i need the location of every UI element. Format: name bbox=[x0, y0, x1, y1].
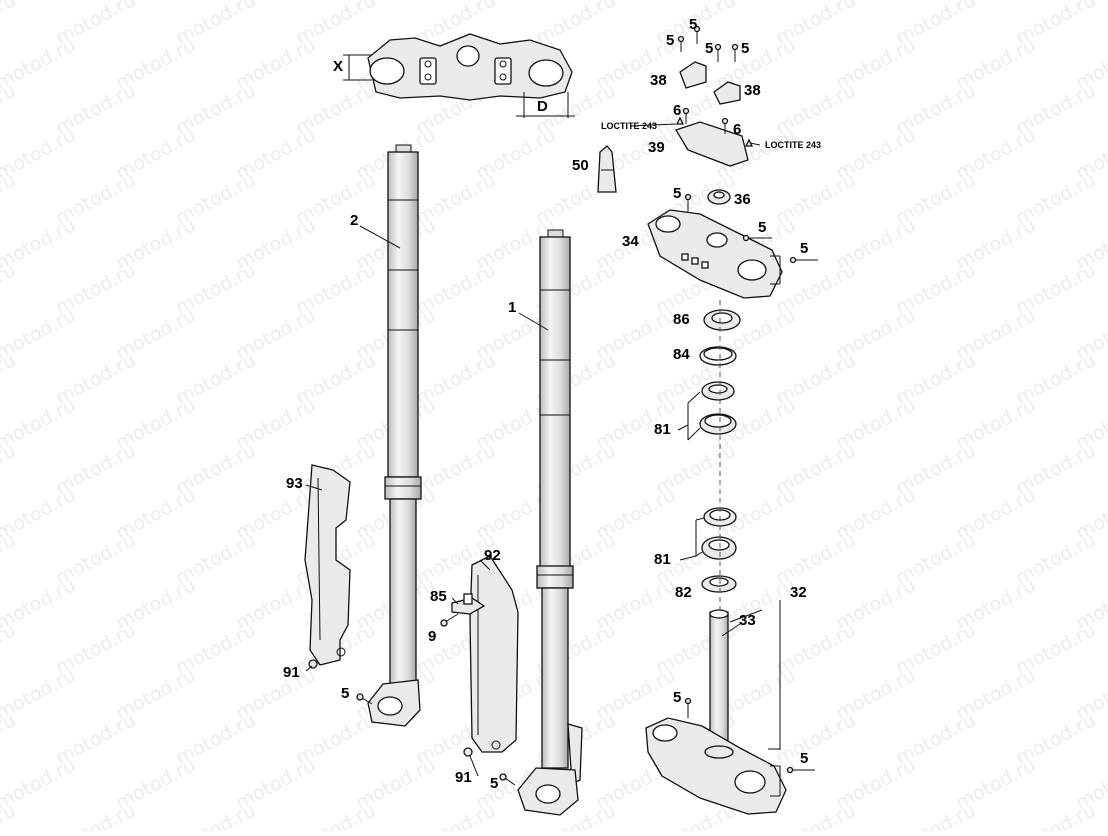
watermark-text: motod.ru bbox=[0, 349, 19, 409]
callout-5-right-leg: 5 bbox=[490, 775, 498, 792]
callout-5-upper-side: 5 bbox=[758, 219, 766, 236]
fork-leg-left bbox=[367, 144, 422, 727]
grease-tube bbox=[597, 145, 617, 193]
handlebar-clamp-set bbox=[675, 25, 754, 167]
watermark-text: motod.ru bbox=[0, 619, 19, 679]
callout-5-left-leg: 5 bbox=[341, 685, 349, 702]
upper-triple-clamp bbox=[647, 189, 818, 299]
callout-85: 85 bbox=[430, 588, 447, 605]
guard-bracket bbox=[440, 593, 486, 627]
callout-36: 36 bbox=[734, 191, 751, 208]
callout-5-lower-pinch: 5 bbox=[800, 750, 808, 767]
callout-38-left: 38 bbox=[650, 72, 667, 89]
fork-leg-right bbox=[517, 229, 583, 816]
dimension-x-label: X bbox=[333, 58, 343, 75]
callout-86: 86 bbox=[673, 311, 690, 328]
watermark-text: motod.ru bbox=[0, 529, 19, 589]
callout-34: 34 bbox=[622, 233, 639, 250]
watermark-text: motod.ru bbox=[0, 0, 19, 49]
callout-5-clamp-d: 5 bbox=[741, 40, 749, 57]
callout-81-lower: 81 bbox=[654, 551, 671, 568]
fork-guard-left bbox=[304, 464, 351, 666]
callout-6-right: 6 bbox=[733, 121, 741, 138]
lower-triple-clamp bbox=[645, 609, 815, 815]
callout-82: 82 bbox=[675, 584, 692, 601]
bolts bbox=[308, 659, 516, 786]
watermark-text: motod.ru bbox=[292, 799, 379, 831]
watermark-text: motod.ru bbox=[772, 799, 859, 831]
fork-guard-right bbox=[469, 555, 519, 753]
callout-50: 50 bbox=[572, 157, 589, 174]
callout-5-clamp-b: 5 bbox=[666, 32, 674, 49]
watermark-text: motod.ru bbox=[0, 259, 19, 319]
callout-32: 32 bbox=[790, 584, 807, 601]
callout-92: 92 bbox=[484, 547, 501, 564]
watermark-text: motod.ru bbox=[412, 799, 499, 831]
watermark-text: motod.ru bbox=[52, 799, 139, 831]
steering-bearings bbox=[699, 300, 741, 612]
watermark-text: motod.ru bbox=[0, 439, 19, 499]
callout-2: 2 bbox=[350, 212, 358, 229]
loctite-note-left: LOCTITE 243 bbox=[601, 121, 657, 131]
callout-5-clamp-c: 5 bbox=[705, 40, 713, 57]
leader-lines bbox=[305, 123, 781, 797]
watermark-text: motod.ru bbox=[0, 709, 19, 769]
callout-39: 39 bbox=[648, 139, 665, 156]
callout-84: 84 bbox=[673, 346, 690, 363]
callout-5-clamp-a: 5 bbox=[689, 16, 697, 33]
callout-81-upper: 81 bbox=[654, 421, 671, 438]
callout-33: 33 bbox=[739, 612, 756, 629]
watermark-text: motod.ru bbox=[0, 79, 19, 139]
watermark-text: motod.ru bbox=[1012, 799, 1099, 831]
callout-9: 9 bbox=[428, 628, 436, 645]
callout-93: 93 bbox=[286, 475, 303, 492]
callout-5-lower-clamp: 5 bbox=[673, 689, 681, 706]
callout-91-right: 91 bbox=[455, 769, 472, 786]
callout-91-left: 91 bbox=[283, 664, 300, 681]
callout-38-right: 38 bbox=[744, 82, 761, 99]
watermark-text: motod.ru bbox=[0, 169, 19, 229]
loctite-note-right: LOCTITE 243 bbox=[765, 140, 821, 150]
dimension-d-label: D bbox=[537, 98, 548, 115]
watermark-text: motod.ru bbox=[172, 799, 259, 831]
watermark-text: motod.ru bbox=[892, 799, 979, 831]
callout-6-left: 6 bbox=[673, 102, 681, 119]
callout-1: 1 bbox=[508, 299, 516, 316]
top-clamp-dimension-view bbox=[343, 33, 575, 118]
callout-5-upper-clamp: 5 bbox=[673, 185, 681, 202]
callout-5-upper-pinch: 5 bbox=[800, 240, 808, 257]
